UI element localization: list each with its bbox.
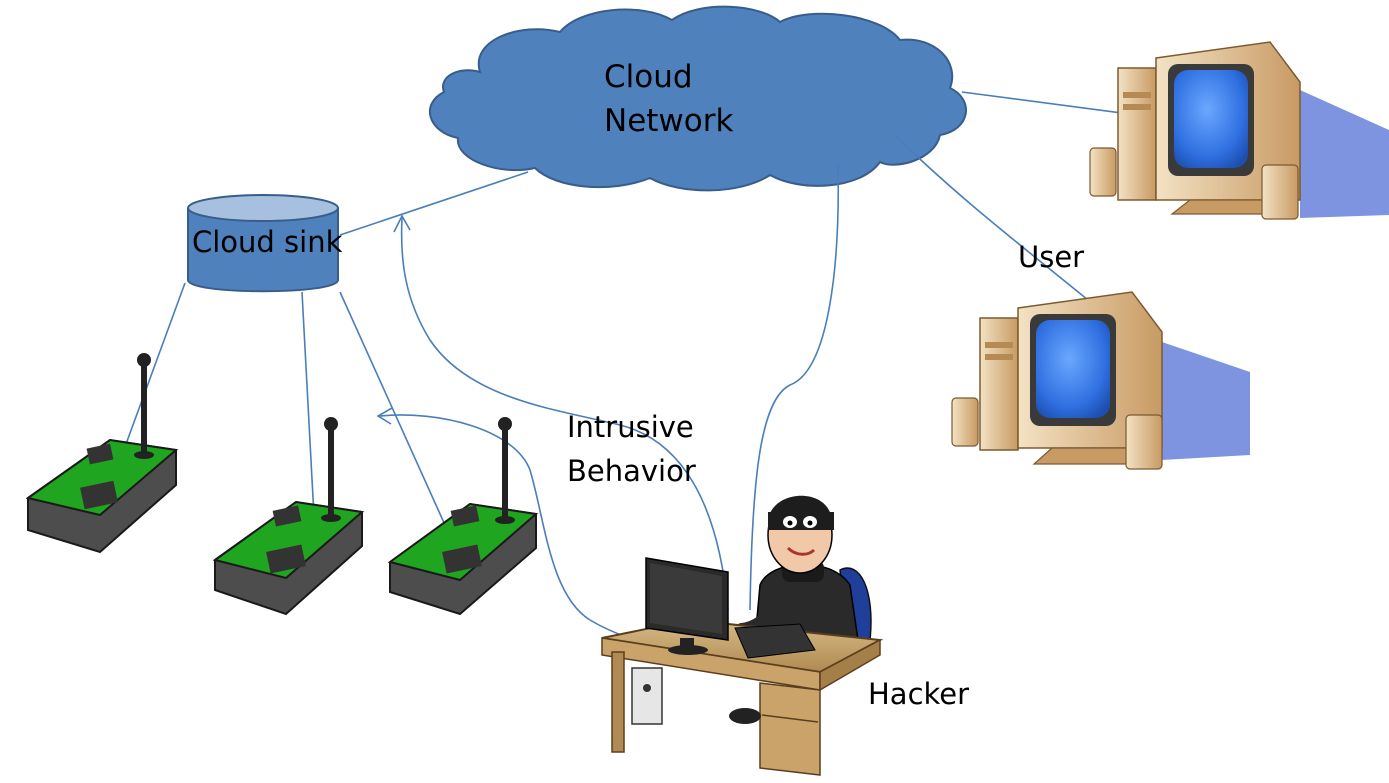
cloud-label-line2: Network xyxy=(604,103,734,139)
cloud-sink-label: Cloud sink xyxy=(192,225,343,259)
line-cloud-to-hacker xyxy=(749,164,840,611)
hacker-label: Hacker xyxy=(868,677,970,711)
line-cloud-to-sink xyxy=(339,171,529,236)
hacker-figure-icon xyxy=(601,495,884,776)
sensor-node-icon-2 xyxy=(212,417,365,616)
intrusion-arrow-head-upper xyxy=(393,214,411,233)
intrusion-path-to-cloud-link xyxy=(400,217,729,611)
cloud-network-shape xyxy=(428,5,967,192)
intrusive-behavior-label: Intrusive Behavior xyxy=(567,405,696,493)
line-sink-to-sensor1 xyxy=(121,282,186,456)
user-computer-icon-2 xyxy=(951,291,1250,470)
user-computer-icon-1 xyxy=(1089,41,1389,220)
cloud-network-label: Cloud Network xyxy=(604,55,733,143)
line-sink-to-sensor2 xyxy=(301,291,316,536)
sensor-node-icon-1 xyxy=(25,353,179,554)
user-label: User xyxy=(1018,240,1085,274)
cloud-label-line1: Cloud xyxy=(604,59,693,95)
intrusive-label-line2: Behavior xyxy=(567,454,696,488)
intrusive-label-line1: Intrusive xyxy=(567,410,694,444)
database-cylinder-icon xyxy=(187,194,339,293)
line-cloud-to-user2 xyxy=(894,134,1111,319)
intrusion-arrow-head-lower xyxy=(376,407,393,425)
sensor-node-icon-3 xyxy=(387,417,539,616)
line-sink-to-sensor3 xyxy=(339,291,446,526)
